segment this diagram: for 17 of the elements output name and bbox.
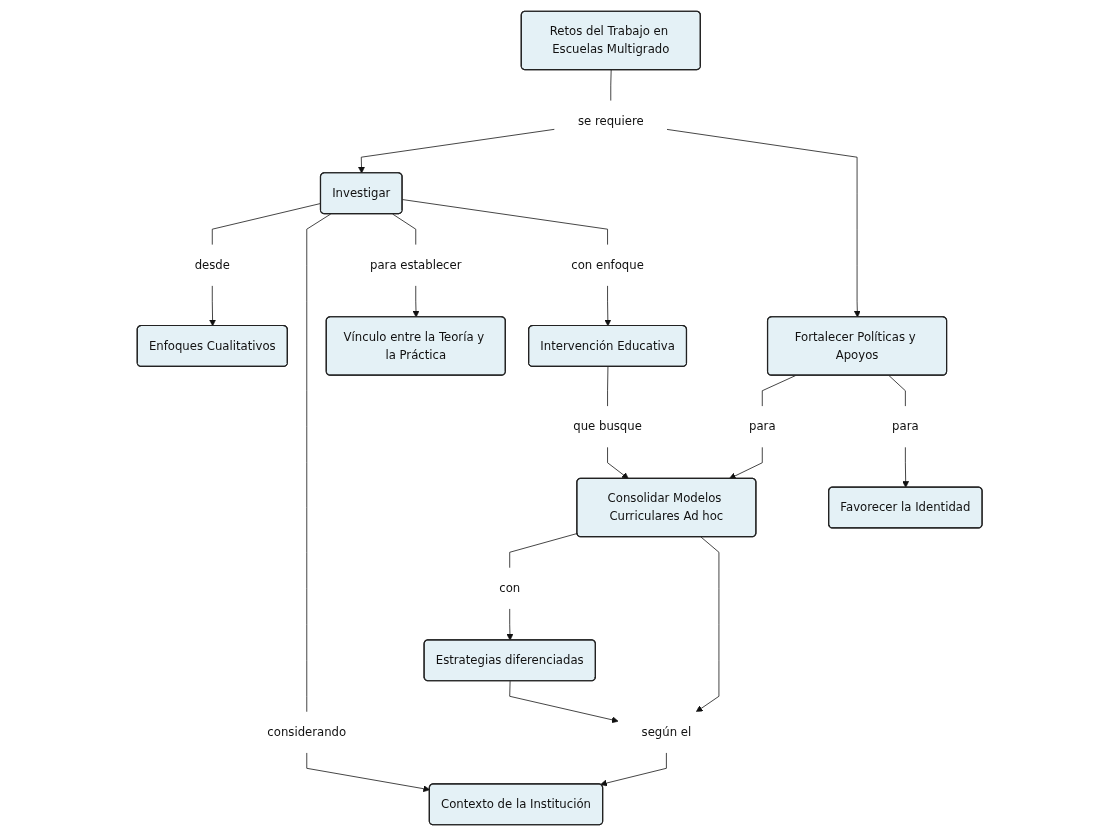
connector <box>607 366 609 407</box>
connector <box>610 69 612 102</box>
node-text: para <box>749 419 776 434</box>
node-text: que busque <box>573 419 643 434</box>
node-text: desde <box>194 258 231 273</box>
node-text: considerando <box>267 725 347 740</box>
node-text: se requiere <box>578 114 644 129</box>
connector <box>392 213 417 246</box>
node-text: para establecer <box>370 258 462 273</box>
node-text: según el <box>641 725 692 740</box>
connector <box>509 533 578 569</box>
node-text: con <box>499 581 521 596</box>
connector <box>402 199 609 246</box>
connector <box>306 213 332 713</box>
connector <box>888 375 907 407</box>
node-text: con enfoque <box>571 258 645 273</box>
node-text: para <box>892 419 919 434</box>
